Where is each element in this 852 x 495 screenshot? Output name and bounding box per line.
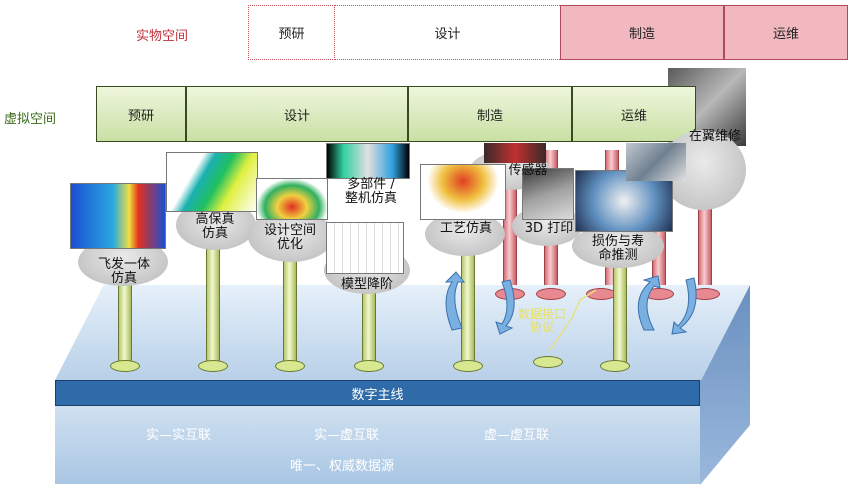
virtual-pillar-base	[275, 360, 305, 372]
data-interface-label: 数据接口 协议	[517, 307, 566, 335]
physical-pillar-base	[644, 288, 674, 300]
virtual-phase-research: 预研	[96, 86, 186, 142]
process-sim-image	[420, 164, 506, 220]
label-sensor: 传感器	[508, 163, 548, 178]
label-model-reduction: 模型降阶	[340, 277, 393, 292]
physical-pillar-base	[586, 288, 616, 300]
virtual-pillar-base	[600, 360, 630, 372]
robot-image	[626, 143, 686, 181]
multi-component-image	[326, 143, 410, 179]
virtual-pillar	[118, 270, 132, 364]
virtual-pillar-base	[453, 360, 483, 372]
label-print3d: 3D 打印	[524, 221, 574, 236]
platform-front	[55, 406, 700, 484]
virtual-pillar	[283, 240, 297, 364]
data-interface-socket	[533, 356, 563, 368]
physical-pillar-base	[536, 288, 566, 300]
virtual-space-label: 虚拟空间	[4, 112, 57, 127]
physical-phase-research: 预研	[248, 5, 335, 60]
physical-pillar-base	[690, 288, 720, 300]
label-hi-fidelity: 高保真 仿真	[195, 212, 235, 242]
sensor-image	[484, 143, 546, 163]
label-multi-component: 多部件 / 整机仿真	[344, 177, 397, 207]
virtual-pillar	[206, 240, 220, 364]
virtual-pillar	[613, 244, 627, 364]
virtual-phase-operation: 运维	[572, 86, 696, 142]
virtual-phase-design: 设计	[186, 86, 408, 142]
real-real-interconnect: 实—实互联	[146, 428, 212, 443]
design-space-image	[256, 178, 328, 220]
virtual-virtual-interconnect: 虚—虚互联	[484, 428, 550, 443]
label-life-prediction: 损伤与寿 命推测	[591, 234, 644, 264]
hi-fidelity-sim-image	[166, 152, 258, 212]
physical-phase-manufacture: 制造	[560, 5, 724, 60]
label-onwing-maintenance: 在翼维修	[688, 129, 741, 144]
label-design-space: 设计空间 优化	[263, 223, 316, 253]
label-process-sim: 工艺仿真	[439, 221, 492, 236]
digital-thread-label: 数字主线	[351, 387, 404, 403]
fly-engine-sim-image	[70, 183, 166, 249]
platform-top	[55, 285, 750, 380]
authoritative-data-source: 唯一、权威数据源	[290, 459, 395, 474]
label-fly-engine: 飞发一体 仿真	[97, 257, 150, 287]
virtual-phase-manufacture: 制造	[408, 86, 572, 142]
physical-space-label: 实物空间	[136, 29, 189, 44]
digital-thread-bar: 数字主线	[55, 380, 700, 406]
physical-phase-design: 设计	[335, 5, 560, 60]
print3d-image	[522, 168, 574, 220]
real-virtual-interconnect: 实—虚互联	[314, 428, 380, 443]
virtual-pillar-base	[110, 360, 140, 372]
physical-phase-operation: 运维	[724, 5, 848, 60]
model-reduction-image	[326, 222, 404, 274]
virtual-pillar-base	[354, 360, 384, 372]
physical-pillar-base	[495, 288, 525, 300]
virtual-pillar-base	[198, 360, 228, 372]
